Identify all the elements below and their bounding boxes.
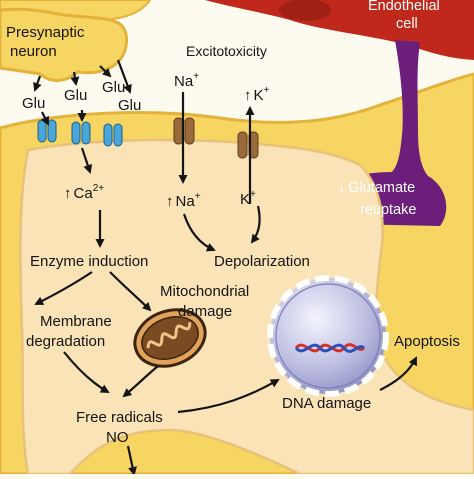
arrow-glu-3 (99, 65, 112, 78)
arrow-dna-apoptosis (379, 356, 417, 391)
receptor-right (103, 123, 123, 147)
mitochondrion-icon (133, 308, 207, 368)
arrow-glu-4 (116, 59, 132, 94)
arrow-k-depol (250, 205, 261, 244)
arrow-radicals-dna (177, 379, 280, 414)
enzyme-induction-label: Enzyme induction (30, 253, 148, 270)
arrow-mito-radicals (122, 365, 159, 398)
membrane-label-2: degradation (26, 333, 105, 350)
arrow-enzyme-mito (109, 271, 152, 312)
arrow-enzyme-membrane (34, 271, 93, 305)
arrow-membrane-radicals (63, 351, 110, 393)
ca-label: ↑Ca2+ (64, 183, 104, 202)
arrow-glu-1 (33, 75, 42, 92)
glu-label-4: Glu (118, 97, 141, 114)
dna-damage-label: DNA damage (282, 395, 371, 412)
arrow-glu-2 (70, 71, 80, 86)
arrow-glu-receptor-1 (40, 111, 49, 126)
presynaptic-label-1: Presynaptic (6, 24, 85, 41)
na-in-label: ↑Na+ (166, 191, 201, 210)
no-label: NO (106, 429, 129, 446)
na-channel (173, 117, 195, 145)
glu-label-1: Glu (22, 95, 45, 112)
receptor-mid (71, 121, 91, 145)
free-radicals-label: Free radicals (76, 409, 163, 426)
presynaptic-label-2: neuron (10, 43, 57, 60)
k-in-label: K+ (240, 189, 256, 208)
mitochondrial-label-2: damage (178, 303, 232, 320)
excitotoxicity-label: Excitotoxicity (186, 43, 267, 59)
arrow-na-depol (182, 213, 216, 252)
depolarization-label: Depolarization (214, 253, 310, 270)
endothelial-nucleus (279, 0, 331, 21)
arrow-radicals-down (126, 445, 137, 476)
glutamate-reuptake-label-2: reuptake (360, 202, 416, 218)
arrows (33, 59, 417, 476)
glu-label-3: Glu (102, 79, 125, 96)
membrane-label-1: Membrane (40, 313, 112, 330)
apoptosis-label: Apoptosis (394, 333, 460, 350)
k-out-label: ↑K+ (244, 85, 270, 104)
endothelial-label-1: Endothelial (368, 0, 440, 14)
glutamate-reuptake-label-1: ↓Glutamate (338, 180, 415, 196)
endothelial-label-2: cell (396, 16, 418, 32)
mitochondrial-label-1: Mitochondrial (160, 283, 249, 300)
receptor-left (37, 119, 57, 143)
na-out-label: Na+ (174, 71, 199, 90)
nucleus (267, 275, 389, 397)
postsynaptic-neuron (19, 138, 474, 476)
dna-helix-icon (294, 343, 366, 353)
glu-label-2: Glu (64, 87, 87, 104)
arrow-receptor-ca (80, 147, 93, 174)
